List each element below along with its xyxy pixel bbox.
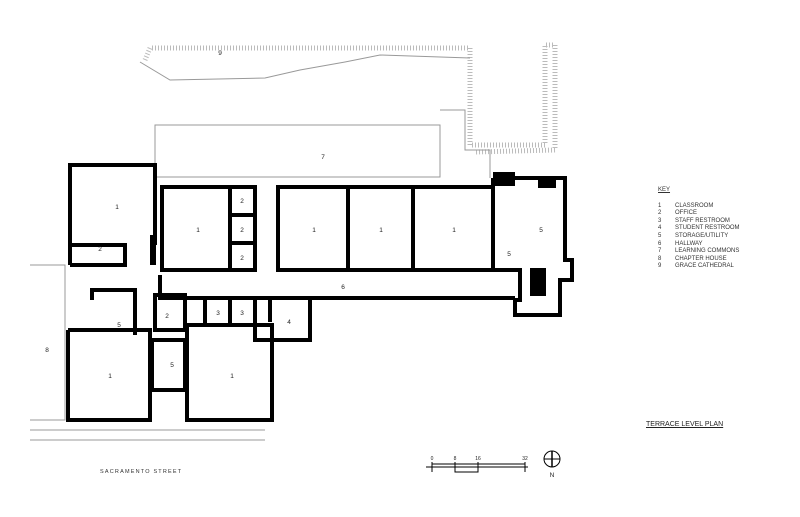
legend-num: 5: [658, 232, 662, 239]
room-label: 1: [452, 227, 456, 234]
scale-tick: 8: [454, 456, 457, 462]
legend-num: 7: [658, 248, 662, 255]
wall-storage-mid: [150, 338, 187, 392]
room-label: 1: [108, 373, 112, 380]
wall-bottom-classroom-left: [66, 328, 152, 422]
legend-label: STAFF RESTROOM: [675, 217, 730, 224]
legend: KEY 1 CLASSROOM 2 OFFICE 3 STAFF RESTROOM 4…: [658, 187, 740, 271]
wall: [253, 298, 312, 342]
room-label: 5: [539, 227, 543, 234]
legend-label: STORAGE/UTILITY: [675, 232, 729, 239]
wall-block: [150, 235, 156, 265]
room-label: 2: [240, 255, 244, 262]
legend-num: 6: [658, 240, 662, 247]
legend-title: KEY: [658, 187, 671, 193]
legend-label: GRACE CATHEDRAL: [675, 263, 734, 270]
legend-label: OFFICE: [675, 210, 697, 217]
legend-item: 9 GRACE CATHEDRAL: [658, 263, 740, 271]
scale-bar: 0 8 16 32: [426, 456, 528, 473]
legend-label: LEARNING COMMONS: [675, 248, 740, 255]
room-label: 9: [218, 50, 222, 57]
room-label: 1: [230, 373, 234, 380]
wall-block: [530, 268, 546, 296]
legend-item: 1 CLASSROOM: [658, 203, 740, 211]
room-label: 1: [379, 227, 383, 234]
room-label: 2: [240, 227, 244, 234]
room-label: 1: [115, 204, 119, 211]
north-label: N: [550, 472, 555, 479]
legend-label: STUDENT RESTROOM: [675, 225, 740, 232]
room-label: 2: [240, 198, 244, 205]
room-label: 6: [341, 284, 345, 291]
legend-item: 2 OFFICE: [658, 210, 740, 218]
stair: [440, 109, 491, 178]
legend-num: 4: [658, 225, 662, 232]
wall-block: [538, 178, 556, 188]
legend-label: HALLWAY: [675, 240, 703, 247]
room-label: 4: [287, 319, 291, 326]
room-label: 7: [321, 154, 325, 161]
street-label: SACRAMENTO STREET: [100, 469, 183, 475]
wall-office-mid: [153, 293, 187, 332]
legend-num: 2: [658, 210, 662, 217]
room-label: 1: [312, 227, 316, 234]
room-label: 8: [45, 347, 49, 354]
room-label: 2: [98, 246, 102, 253]
chapter-house-outline: [30, 264, 66, 421]
learning-commons-outline: [154, 124, 441, 178]
wall-top-left-classroom: [68, 163, 157, 265]
plan-title: TERRACE LEVEL PLAN: [646, 421, 724, 428]
legend-item: 6 HALLWAY: [658, 241, 740, 249]
room-label: 2: [165, 313, 169, 320]
wall-hallway: [158, 275, 515, 300]
wall-office-left: [70, 243, 127, 267]
scale-tick: 16: [475, 456, 481, 462]
legend-item: 3 STAFF RESTROOM: [658, 218, 740, 226]
legend-item: 5 STORAGE/UTILITY: [658, 233, 740, 241]
scale-tick: 0: [431, 456, 434, 462]
room-label: 1: [196, 227, 200, 234]
wall-offices-a: [228, 185, 257, 272]
room-label: 5: [170, 362, 174, 369]
room-label: 3: [216, 310, 220, 317]
legend-num: 9: [658, 263, 662, 270]
wall-storage-right: [491, 176, 574, 317]
room-label: 3: [240, 310, 244, 317]
wall: [90, 288, 137, 335]
legend-item: 8 CHAPTER HOUSE: [658, 256, 740, 264]
scale-tick: 32: [522, 456, 528, 462]
room-label: 5: [117, 322, 121, 329]
room-label: 5: [507, 251, 511, 258]
legend-label: CLASSROOM: [675, 202, 714, 209]
legend-item: 4 STUDENT RESTROOM: [658, 225, 740, 233]
legend-num: 8: [658, 255, 662, 262]
cathedral-edge: [139, 54, 471, 81]
north-arrow-icon: N: [543, 450, 561, 479]
legend-num: 1: [658, 202, 662, 209]
legend-num: 3: [658, 217, 662, 224]
legend-label: CHAPTER HOUSE: [675, 255, 727, 262]
wall-block: [493, 172, 515, 186]
legend-item: 7 LEARNING COMMONS: [658, 248, 740, 256]
